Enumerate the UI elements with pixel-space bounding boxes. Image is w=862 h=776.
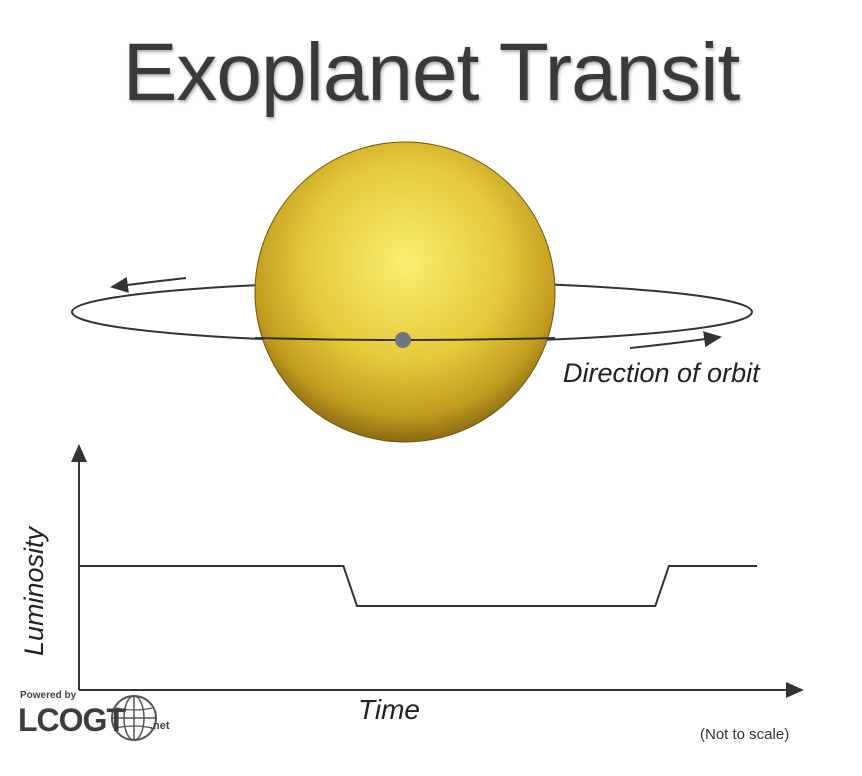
scale-note: (Not to scale) (700, 726, 790, 743)
light-curve (79, 565, 757, 607)
orbit-arrow-right (629, 331, 722, 349)
planet (395, 332, 411, 348)
x-axis-label: Time (358, 694, 420, 725)
star (254, 141, 556, 443)
globe-icon (111, 695, 157, 741)
lcogt-logo[interactable]: Powered by LCOGT .net (18, 690, 178, 745)
orbit-arrow-left (110, 276, 187, 293)
y-axis-label: Luminosity (19, 526, 49, 656)
logo-tld: .net (150, 720, 170, 732)
powered-by-text: Powered by (20, 690, 77, 701)
orbit-label: Direction of orbit (563, 358, 760, 388)
logo-wordmark: LCOGT (18, 702, 126, 738)
diagram-title: Exoplanet Transit (122, 27, 741, 118)
